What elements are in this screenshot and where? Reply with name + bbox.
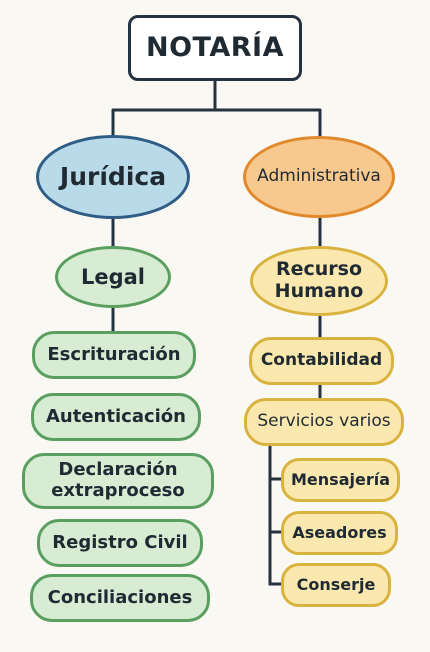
- aseadores-node: Aseadores: [281, 511, 398, 555]
- connector-services: [268, 443, 284, 586]
- recurso-humano-node: Recurso Humano: [250, 246, 388, 316]
- connector-root-bar: [111, 108, 322, 137]
- contabilidad-node: Contabilidad: [249, 337, 394, 385]
- declaracion-extraproceso-node: Declaración extraproceso: [22, 453, 214, 509]
- registro-civil-node: Registro Civil: [37, 519, 203, 567]
- conserje-node: Conserje: [281, 563, 391, 607]
- legal-node: Legal: [55, 246, 171, 308]
- servicios-varios-node: Servicios varios: [244, 398, 404, 446]
- autenticacion-node: Autenticación: [31, 393, 201, 441]
- mensajeria-node: Mensajería: [281, 458, 400, 502]
- escrituracion-node: Escrituración: [32, 331, 196, 379]
- conciliaciones-node: Conciliaciones: [30, 574, 210, 622]
- administrativa-node: Administrativa: [243, 136, 395, 218]
- juridica-node: Jurídica: [36, 135, 190, 219]
- root-node: NOTARÍA: [128, 15, 302, 81]
